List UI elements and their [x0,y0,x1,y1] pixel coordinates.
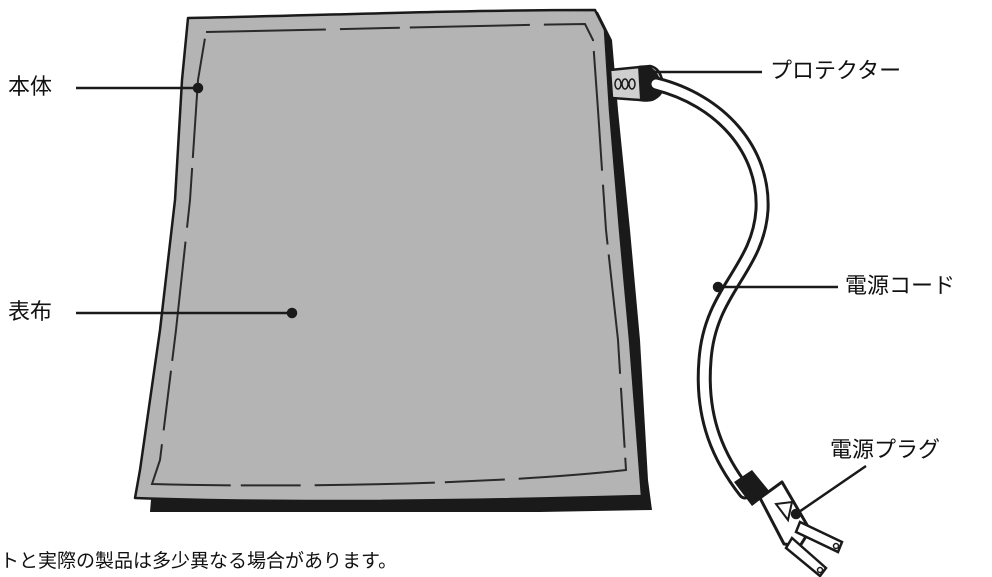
leader-power-plug [795,464,867,516]
leader-cover-cloth-dot [286,307,298,319]
label-body: 本体 [8,75,53,100]
label-protector: プロテクター [770,59,902,84]
mat-stitch-line [150,22,628,487]
mat-body [133,8,644,503]
leader-body-dot [192,82,204,94]
label-power-plug: 電源プラグ [830,438,941,463]
power-cord [651,79,767,497]
leader-power-cord-dot [712,281,724,293]
disclaimer-note: トと実際の製品は多少異なる場合があります。 [0,550,398,572]
power-plug [734,470,844,577]
leader-protector-dot [642,66,654,78]
label-cover-cloth: 表布 [8,300,53,325]
leader-power-plug-dot [790,508,802,520]
label-power-cord: 電源コード [845,274,956,299]
